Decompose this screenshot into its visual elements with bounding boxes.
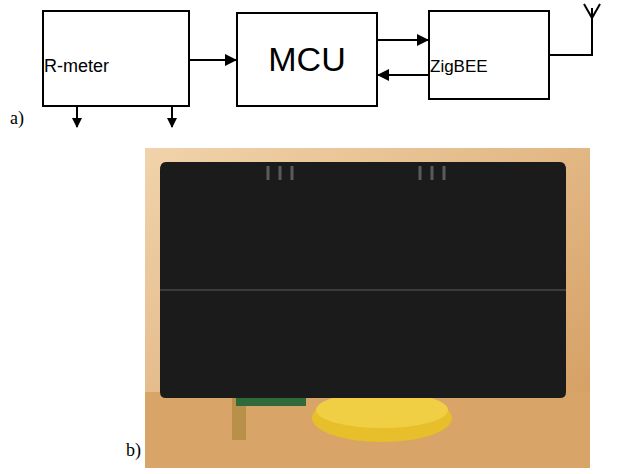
signal-arrow — [378, 39, 428, 41]
signal-arrow — [190, 59, 236, 61]
signal-arrow — [378, 74, 428, 76]
device-photo — [145, 148, 590, 468]
antenna-symbol — [550, 4, 600, 55]
radio-box: ZigBEE — [428, 10, 550, 100]
box-label: ZigBEE — [430, 58, 488, 77]
panel-label: a) — [10, 108, 24, 129]
box-label: R-meter — [44, 57, 109, 77]
panel-label: b) — [126, 440, 141, 461]
probe-lead — [171, 107, 173, 127]
meter-box: R-meter — [42, 10, 190, 107]
box-label: MCU — [268, 41, 345, 78]
probe-lead — [76, 107, 78, 127]
mcu-box: MCU — [236, 12, 378, 107]
